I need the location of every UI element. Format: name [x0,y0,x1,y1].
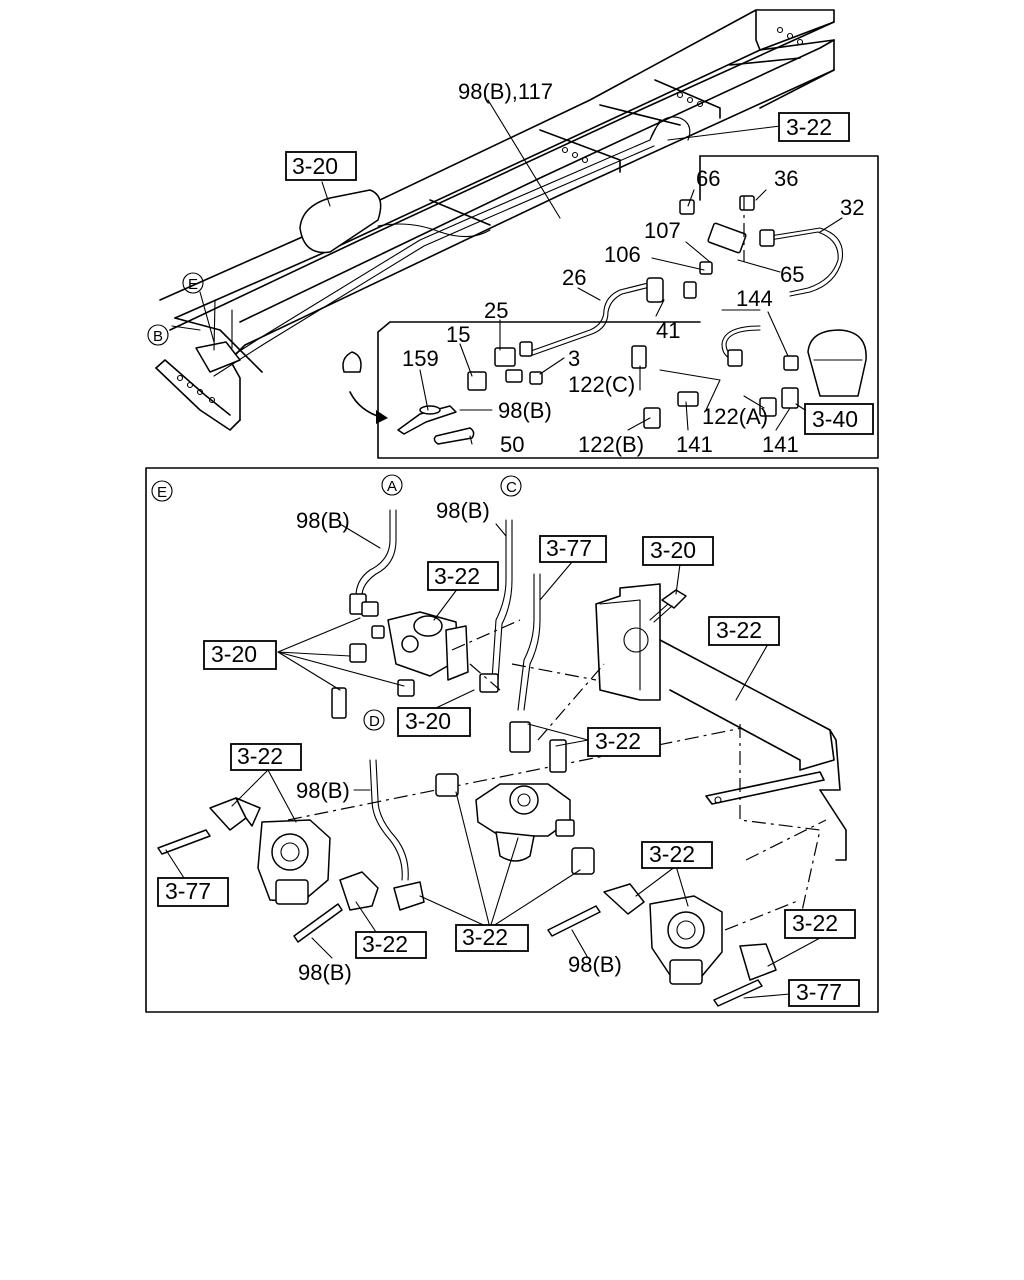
marker-b: B [153,328,163,345]
circle-markers [147,272,522,731]
ref-3-22-center: 3-22 [462,924,508,950]
callout-98b-c: 98(B) [436,498,490,523]
callout-122c: 122(C) [568,372,635,397]
callout-65: 65 [780,262,804,287]
callout-106: 106 [604,242,641,267]
ref-3-22-farright: 3-22 [792,910,838,936]
marker-c: C [506,479,517,496]
marker-d: D [369,713,380,730]
callout-98b-top: 98(B) [498,398,552,423]
marker-e-top: E [188,276,198,293]
ref-3-22-top: 3-22 [786,114,832,140]
ref-3-22-bracket: 3-22 [716,617,762,643]
ref-3-22-tee: 3-22 [595,728,641,754]
callout-36: 36 [774,166,798,191]
ref-3-22-bottom: 3-22 [362,931,408,957]
callout-41: 41 [656,318,680,343]
callout-122b: 122(B) [578,432,644,457]
callout-15: 15 [446,322,470,347]
ref-3-20-mid: 3-20 [405,708,451,734]
callout-98b-117: 98(B),117 [458,79,553,104]
callout-25: 25 [484,298,508,323]
detail-e-drawing [157,509,847,1007]
callout-66: 66 [696,166,720,191]
callout-98b-right-bottom: 98(B) [568,952,622,977]
callout-141-left: 141 [676,432,713,457]
detail-e-frame [145,467,879,1013]
leader-lines [165,99,843,999]
callout-50: 50 [500,432,524,457]
ref-3-20-top: 3-20 [292,153,338,179]
callout-122a: 122(A) [702,404,768,429]
chassis-frame-drawing [155,9,835,431]
callout-107: 107 [644,218,681,243]
callout-26: 26 [562,265,586,290]
ref-3-77-left: 3-77 [165,878,211,904]
callout-141-right: 141 [762,432,799,457]
ref-3-22-left: 3-22 [237,743,283,769]
ref-3-77-top: 3-77 [546,535,592,561]
ref-3-77-right: 3-77 [796,979,842,1005]
callout-3: 3 [568,346,580,371]
callout-144: 144 [736,286,773,311]
ref-3-20-left: 3-20 [211,641,257,667]
callout-159: 159 [402,346,439,371]
ref-3-20-bolt: 3-20 [650,537,696,563]
marker-e-detail: E [157,484,167,501]
callout-98b-a: 98(B) [296,508,350,533]
ref-3-22-right: 3-22 [649,841,695,867]
pipe-detail-box [377,155,879,459]
callout-98b-left-bottom: 98(B) [298,960,352,985]
ref-3-22-valve: 3-22 [434,563,480,589]
callout-32: 32 [840,195,864,220]
marker-a: A [387,478,397,495]
callout-98b-d: 98(B) [296,778,350,803]
reference-boxes [157,112,874,1007]
ref-3-40: 3-40 [812,406,858,432]
